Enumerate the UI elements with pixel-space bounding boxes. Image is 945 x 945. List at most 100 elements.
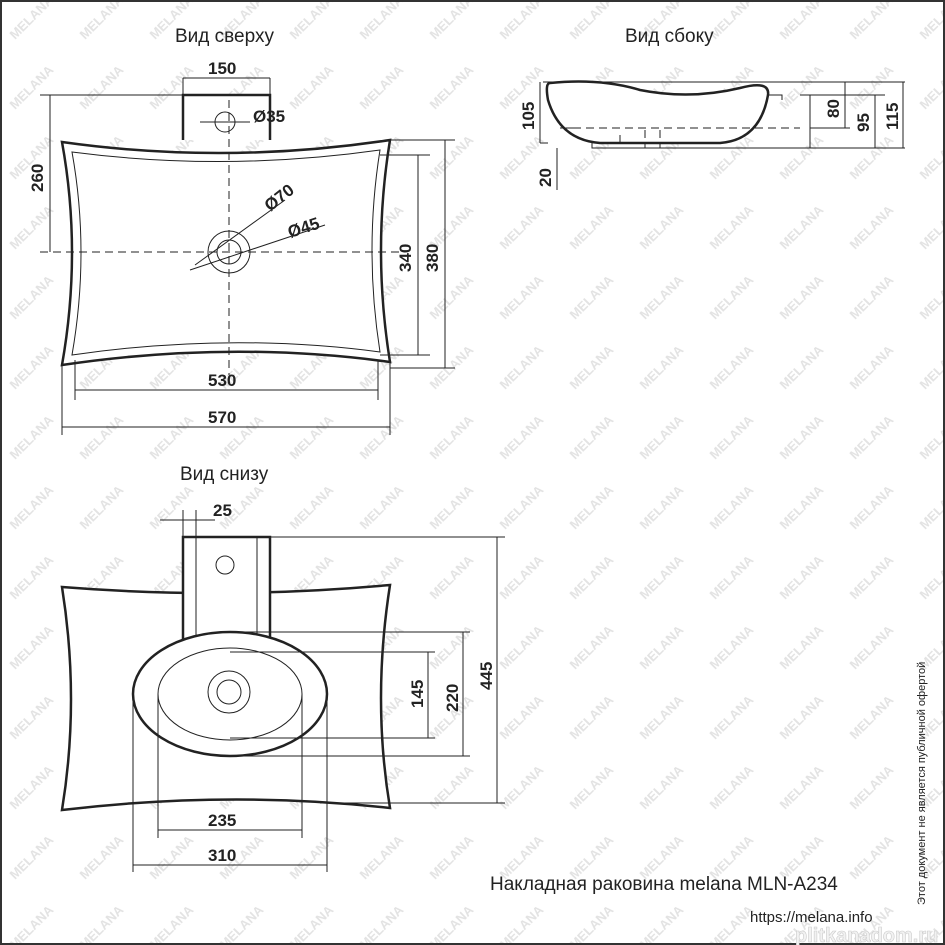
- watermark-text: MELANA: [707, 552, 757, 602]
- watermark-text: MELANA: [7, 552, 57, 602]
- watermark-text: MELANA: [497, 0, 547, 42]
- watermark-text: MELANA: [147, 482, 197, 532]
- watermark-text: MELANA: [427, 622, 477, 672]
- dim-340: 340: [396, 244, 415, 272]
- dim-95: 95: [854, 113, 873, 132]
- watermark-text: MELANA: [707, 272, 757, 322]
- watermark-text: MELANA: [777, 132, 827, 182]
- watermark-text: MELANA: [427, 832, 477, 882]
- watermark-text: MELANA: [917, 202, 945, 252]
- watermark-text: MELANA: [567, 412, 617, 462]
- watermark-text: MELANA: [917, 132, 945, 182]
- watermark-text: MELANA: [777, 552, 827, 602]
- watermark-text: MELANA: [77, 832, 127, 882]
- watermark-text: MELANA: [147, 412, 197, 462]
- dim-445: 445: [477, 662, 496, 690]
- dim-80: 80: [824, 99, 843, 118]
- watermark-text: MELANA: [497, 342, 547, 392]
- watermark-text: MELANA: [357, 62, 407, 112]
- dim-570: 570: [208, 408, 236, 427]
- watermark-text: MELANA: [427, 132, 477, 182]
- watermark-text: MELANA: [637, 202, 687, 252]
- watermark-text: MELANA: [567, 762, 617, 812]
- watermark-text: MELANA: [777, 762, 827, 812]
- disclaimer: Этот документ не является публичной офер…: [916, 662, 928, 905]
- watermark-text: MELANA: [427, 902, 477, 945]
- watermark-text: MELANA: [287, 62, 337, 112]
- watermark-text: MELANA: [567, 272, 617, 322]
- tap-tab: [181, 93, 272, 140]
- dim-150: 150: [208, 59, 236, 78]
- watermark-text: MELANA: [917, 342, 945, 392]
- dim-530: 530: [208, 371, 236, 390]
- source-watermark: plitkanadom.ru: [795, 925, 938, 945]
- watermark-text: MELANA: [707, 692, 757, 742]
- watermark-text: MELANA: [427, 272, 477, 322]
- website-link[interactable]: https://melana.info: [750, 909, 873, 926]
- watermark-text: MELANA: [77, 902, 127, 945]
- dim-105: 105: [519, 102, 538, 130]
- top-view-title: Вид сверху: [175, 26, 274, 47]
- dim-310: 310: [208, 846, 236, 865]
- dim-20: 20: [536, 168, 555, 187]
- watermark-text: MELANA: [707, 0, 757, 42]
- watermark-text: MELANA: [847, 342, 897, 392]
- dim-260: 260: [28, 164, 47, 192]
- watermark-text: MELANA: [777, 272, 827, 322]
- watermark-text: MELANA: [497, 202, 547, 252]
- base-ring-outer: [131, 630, 329, 758]
- watermark-text: MELANA: [357, 0, 407, 42]
- watermark-text: MELANA: [847, 202, 897, 252]
- watermark-text: MELANA: [357, 482, 407, 532]
- watermark-text: MELANA: [287, 482, 337, 532]
- watermark-text: MELANA: [7, 692, 57, 742]
- watermark-text: MELANA: [7, 412, 57, 462]
- watermark-text: MELANA: [497, 762, 547, 812]
- watermark-text: MELANA: [7, 622, 57, 672]
- watermark-text: MELANA: [847, 762, 897, 812]
- dim-145: 145: [408, 680, 427, 708]
- bottom-view-title: Вид снизу: [180, 464, 269, 485]
- watermark-text: MELANA: [357, 832, 407, 882]
- watermark-text: MELANA: [847, 0, 897, 42]
- watermark-text: MELANA: [77, 62, 127, 112]
- watermark-text: MELANA: [847, 132, 897, 182]
- watermark-text: MELANA: [707, 412, 757, 462]
- watermark-text: MELANA: [637, 412, 687, 462]
- tap-hole-bottom: [215, 555, 235, 575]
- watermark-text: MELANA: [777, 482, 827, 532]
- watermark-text: MELANA: [427, 62, 477, 112]
- watermark-text: MELANA: [707, 342, 757, 392]
- watermark-text: MELANA: [497, 552, 547, 602]
- watermark-text: MELANA: [707, 482, 757, 532]
- watermark-text: MELANA: [847, 482, 897, 532]
- watermark-text: MELANA: [777, 0, 827, 42]
- watermark-text: MELANA: [7, 342, 57, 392]
- watermark-text: MELANA: [567, 902, 617, 945]
- watermark-text: MELANA: [287, 0, 337, 42]
- watermark-text: MELANA: [917, 0, 945, 42]
- watermark-text: MELANA: [217, 902, 267, 945]
- watermark-text: MELANA: [917, 552, 945, 602]
- watermark-text: MELANA: [7, 482, 57, 532]
- watermark-text: MELANA: [917, 62, 945, 112]
- watermark-text: MELANA: [497, 272, 547, 322]
- watermark-text: MELANA: [917, 272, 945, 322]
- watermark-text: MELANA: [567, 622, 617, 672]
- watermark-text: MELANA: [427, 412, 477, 462]
- watermark-text: MELANA: [847, 692, 897, 742]
- watermark-text: MELANA: [567, 552, 617, 602]
- drain-bottom: [207, 670, 251, 714]
- watermark-text: MELANA: [847, 622, 897, 672]
- watermark-text: MELANA: [637, 552, 687, 602]
- watermark-text: MELANA: [77, 482, 127, 532]
- watermark-text: MELANA: [497, 902, 547, 945]
- watermark-text: MELANA: [777, 692, 827, 742]
- watermark-text: MELANA: [777, 202, 827, 252]
- watermark-text: MELANA: [7, 762, 57, 812]
- dim-235: 235: [208, 811, 236, 830]
- watermark-text: MELANA: [637, 272, 687, 322]
- watermark-text: MELANA: [847, 552, 897, 602]
